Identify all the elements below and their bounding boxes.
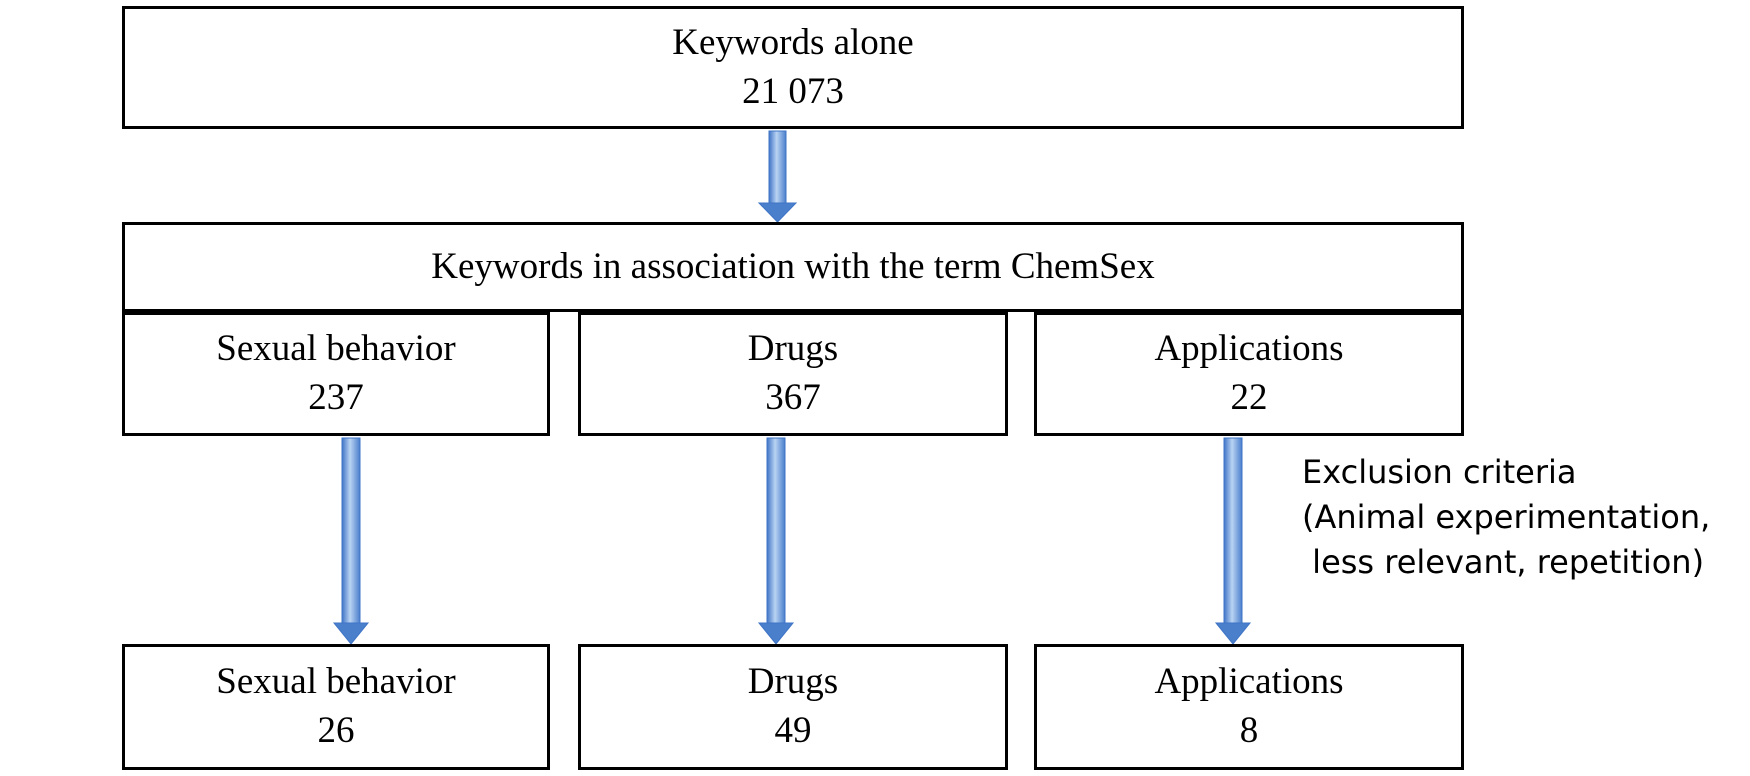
arrow-sexual-behavior <box>332 437 370 645</box>
drugs-initial-label: Drugs <box>747 328 839 370</box>
keywords-alone-box: Keywords alone 21 073 <box>122 6 1464 129</box>
keywords-alone-label: Keywords alone <box>672 21 914 63</box>
exclusion-criteria-title: Exclusion criteria <box>1302 453 1577 491</box>
exclusion-criteria-line-1: (Animal experimentation, <box>1302 498 1711 536</box>
drugs-final-count: 49 <box>774 710 812 751</box>
exclusion-criteria-note: Exclusion criteria (Animal experimentati… <box>1302 450 1750 585</box>
chemsex-association-label: Keywords in association with the term Ch… <box>431 245 1155 287</box>
sexual-behavior-initial-box: Sexual behavior 237 <box>122 312 550 436</box>
sexual-behavior-final-count: 26 <box>317 710 355 751</box>
drugs-initial-box: Drugs 367 <box>578 312 1008 436</box>
applications-initial-box: Applications 22 <box>1034 312 1464 436</box>
arrow-applications <box>1214 437 1252 645</box>
applications-final-box: Applications 8 <box>1034 644 1464 770</box>
applications-final-count: 8 <box>1239 710 1259 751</box>
applications-final-label: Applications <box>1154 661 1344 703</box>
keywords-alone-count: 21 073 <box>742 70 844 112</box>
drugs-final-box: Drugs 49 <box>578 644 1008 770</box>
sexual-behavior-initial-count: 237 <box>308 377 364 418</box>
exclusion-criteria-line-2: less relevant, repetition) <box>1302 543 1705 581</box>
applications-initial-label: Applications <box>1154 328 1344 370</box>
sexual-behavior-initial-label: Sexual behavior <box>216 328 456 370</box>
arrow-top-to-association <box>757 130 798 223</box>
drugs-final-label: Drugs <box>747 661 839 703</box>
arrow-drugs <box>757 437 795 645</box>
chemsex-association-box: Keywords in association with the term Ch… <box>122 222 1464 312</box>
applications-initial-count: 22 <box>1230 377 1268 418</box>
sexual-behavior-final-label: Sexual behavior <box>216 661 456 703</box>
drugs-initial-count: 367 <box>765 377 821 418</box>
sexual-behavior-final-box: Sexual behavior 26 <box>122 644 550 770</box>
